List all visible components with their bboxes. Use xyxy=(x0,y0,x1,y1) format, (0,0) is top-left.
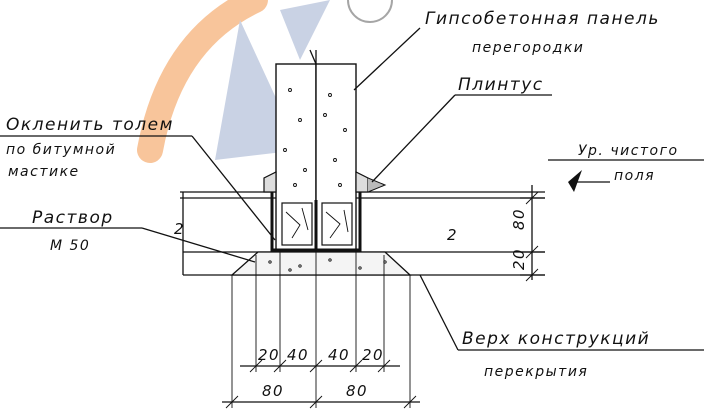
dim-vertical-20: 20 xyxy=(510,248,528,270)
label-mortar-line2: М 50 xyxy=(50,238,90,254)
mortar-bed xyxy=(230,251,412,276)
label-mortar-line1: Раствор xyxy=(32,208,114,228)
label-roofing-line2: по битумной xyxy=(6,142,116,158)
label-panel-line2: перегородки xyxy=(472,40,584,56)
label-floor-level-line1: Ур. чистого xyxy=(578,143,679,159)
gypsum-panel xyxy=(270,49,362,252)
watermark xyxy=(137,0,393,163)
section-mark-left: 2 xyxy=(174,220,185,238)
dim-80-right: 80 xyxy=(346,382,368,400)
leader-lines xyxy=(0,27,704,351)
floor-structure xyxy=(180,191,545,276)
dim-40-right: 40 xyxy=(328,346,350,364)
label-slab-line2: перекрытия xyxy=(484,364,588,380)
label-plinth: Плинтус xyxy=(458,75,544,95)
bottom-dimensions: 20 40 40 20 80 80 xyxy=(222,250,420,409)
dim-20-right: 20 xyxy=(362,346,384,364)
dim-vertical-80: 80 xyxy=(510,208,528,230)
section-mark-right: 2 xyxy=(447,226,458,244)
label-panel-line1: Гипсобетонная панель xyxy=(425,9,660,29)
plinth xyxy=(263,171,387,193)
vertical-dimension: 80 20 xyxy=(510,185,545,282)
dim-80-left: 80 xyxy=(262,382,284,400)
watermark-blue-shape xyxy=(215,0,330,160)
label-slab-line1: Верх конструкций xyxy=(462,329,650,349)
label-roofing-line3: мастике xyxy=(8,164,80,180)
watermark-circle xyxy=(347,0,393,23)
dim-20-left: 20 xyxy=(258,346,280,364)
label-roofing-line1: Окленить толем xyxy=(6,115,174,135)
label-floor-level-line2: поля xyxy=(614,168,655,184)
dim-40-left: 40 xyxy=(287,346,309,364)
watermark-orange-arc xyxy=(137,0,268,163)
